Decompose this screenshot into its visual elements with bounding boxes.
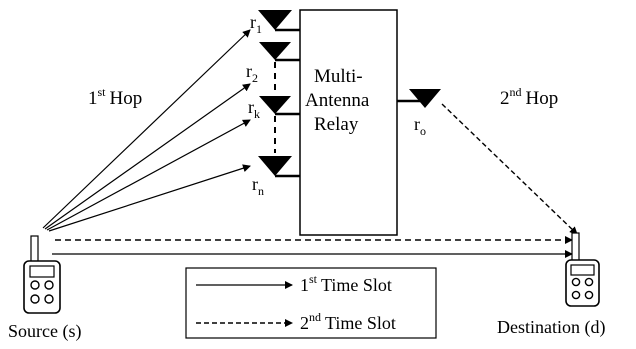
arrow-source-to-rk [46,119,251,231]
antenna-r1: r1 [250,10,300,36]
antenna-rk: rk [248,96,300,153]
arrow-source-to-rn [48,164,251,232]
arrow-relay-to-destination [441,103,578,235]
relay-box [299,9,398,236]
relay-label-line3: Relay [314,114,359,135]
arrow-source-to-r2 [44,83,251,230]
destination-label: Destination (d) [497,317,605,338]
source-device-icon [23,235,61,314]
arrow-source-to-r1 [42,29,251,229]
relay-label-line2: Antenna [305,90,370,111]
antenna-rk-label: rk [248,97,260,121]
antenna-rn-label: rn [252,174,264,198]
antenna-r1-label: r1 [250,12,262,36]
antenna-rn: rn [252,156,300,198]
antenna-ro-label: ro [414,114,426,138]
antenna-r2-label: r2 [246,61,258,85]
antenna-r2: r2 [246,42,300,93]
destination-device-icon [565,232,600,307]
antenna-ro: ro [397,89,441,138]
relay-label-line1: Multi- [314,66,363,87]
source-label: Source (s) [8,321,81,342]
legend-box [185,267,437,339]
